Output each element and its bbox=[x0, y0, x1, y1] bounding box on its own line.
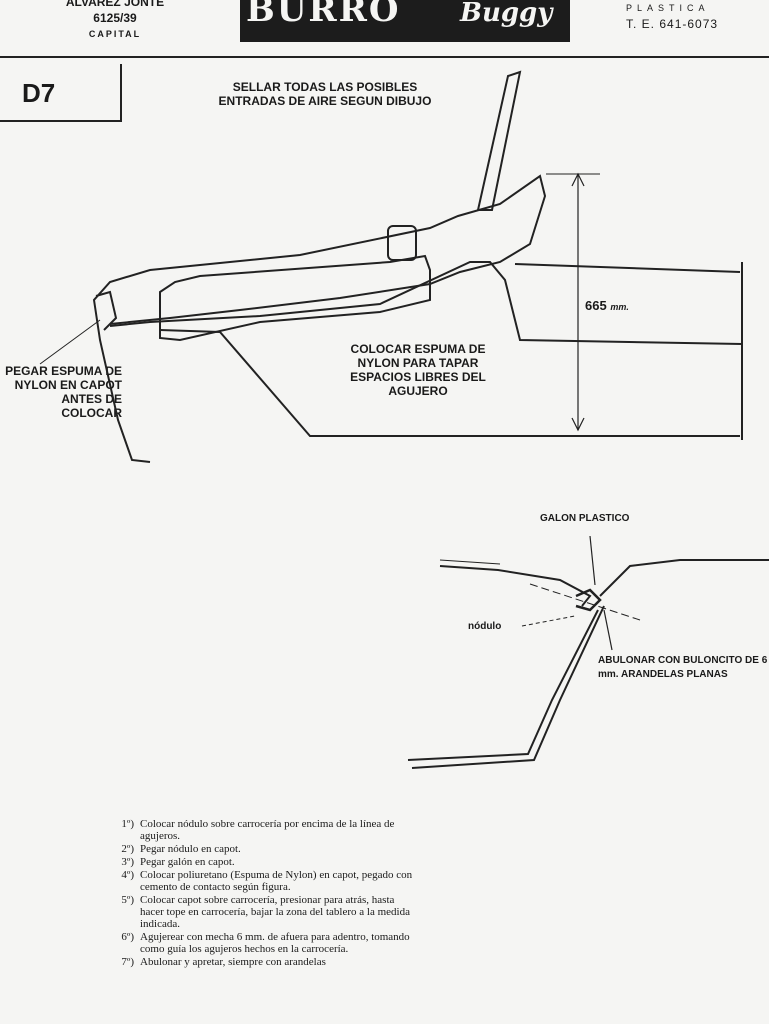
address-street: ALVAREZ JONTE bbox=[65, 0, 165, 9]
detail-centerline bbox=[529, 583, 641, 621]
step-text: Colocar nódulo sobre carrocería por enci… bbox=[140, 818, 395, 842]
dimension-label: 665 mm. bbox=[585, 298, 629, 313]
dimension-arrow-top bbox=[571, 172, 585, 187]
step-number: 5º) bbox=[121, 894, 134, 906]
step-number: 3º) bbox=[121, 856, 134, 868]
step-number: 7º) bbox=[121, 956, 134, 968]
colocar-espuma-label: COLOCAR ESPUMA DE NYLON PARA TAPAR ESPAC… bbox=[350, 342, 486, 398]
nodulo-leader-line bbox=[521, 615, 576, 627]
logo-word-burro: BURRO bbox=[246, 0, 401, 30]
step-text: Colocar capot sobre carrocería, presiona… bbox=[140, 894, 410, 930]
address-number: 6125/39 bbox=[93, 11, 137, 25]
step-text: Colocar poliuretano (Espuma de Nylon) en… bbox=[140, 869, 413, 893]
brand-logo: BURRO Buggy bbox=[240, 0, 570, 42]
step-number: 4º) bbox=[121, 869, 134, 881]
step-7: 7º) Abulonar y apretar, siempre con arand… bbox=[100, 956, 420, 968]
galon-plastico-label: GALON PLASTICO bbox=[540, 513, 630, 524]
step-text: Abulonar y apretar, siempre con arandela… bbox=[140, 956, 326, 968]
step-text: Agujerear con mecha 6 mm. de afuera para… bbox=[140, 931, 410, 955]
detail-hood-edge bbox=[439, 565, 592, 607]
body-panel bbox=[109, 261, 743, 345]
hood-outline bbox=[92, 174, 547, 463]
step-number: 1º) bbox=[121, 818, 134, 830]
address-city: CAPITAL bbox=[88, 29, 142, 39]
section-code-box: D7 bbox=[0, 64, 122, 122]
step-3: 3º) Pegar galón en capot. bbox=[100, 856, 420, 868]
instruction-steps: 1º) Colocar nódulo sobre carrocería por e… bbox=[100, 818, 420, 969]
step-6: 6º) Agujerear con mecha 6 mm. de afuera p… bbox=[100, 931, 420, 955]
detail-hood-inner bbox=[439, 559, 501, 565]
logo-word-buggy: Buggy bbox=[460, 0, 553, 28]
dimension-arrow-bottom bbox=[571, 417, 585, 432]
detail-body-inner bbox=[407, 609, 599, 761]
hood-front-lip bbox=[95, 290, 118, 331]
step-number: 2º) bbox=[121, 843, 134, 855]
abulonar-leader-line bbox=[603, 609, 613, 651]
dimension-value: 665 bbox=[585, 298, 607, 313]
galon-leader-line bbox=[589, 535, 596, 586]
detail-galon bbox=[575, 588, 602, 612]
contact-plastica: PLASTICA bbox=[626, 3, 710, 13]
contact-phone: T. E. 641-6073 bbox=[626, 17, 719, 31]
step-5: 5º) Colocar capot sobre carrocería, presi… bbox=[100, 894, 420, 930]
detail-body-top bbox=[599, 559, 769, 597]
body-floor bbox=[159, 329, 740, 437]
step-number: 6º) bbox=[121, 931, 134, 943]
step-text: Pegar nódulo en capot. bbox=[140, 843, 241, 855]
dash-top-line bbox=[514, 263, 741, 273]
header-contact: PLASTICA T. E. 641-6073 bbox=[626, 0, 718, 32]
detail-body-side bbox=[411, 605, 605, 769]
windshield-post bbox=[476, 70, 522, 211]
pegar-espuma-label: PEGAR ESPUMA DE NYLON EN CAPOT ANTES DE … bbox=[5, 364, 122, 420]
pegar-leader-line bbox=[39, 319, 101, 365]
step-1: 1º) Colocar nódulo sobre carrocería por e… bbox=[100, 818, 420, 842]
abulonar-label: ABULONAR CON BULONCITO DE 6 mm. ARANDELA… bbox=[598, 655, 768, 680]
step-2: 2º) Pegar nódulo en capot. bbox=[100, 843, 420, 855]
dimension-unit: mm. bbox=[610, 302, 629, 312]
header-rule bbox=[0, 56, 769, 58]
step-4: 4º) Colocar poliuretano (Espuma de Nylon)… bbox=[100, 869, 420, 893]
nodulo-label: nódulo bbox=[468, 621, 502, 632]
section-code: D7 bbox=[22, 78, 56, 108]
fuel-tank bbox=[159, 254, 431, 342]
step-text: Pegar galón en capot. bbox=[140, 856, 235, 868]
seal-instruction-label: SELLAR TODAS LAS POSIBLES ENTRADAS DE AI… bbox=[218, 80, 432, 108]
header-address: ALVAREZ JONTE 6125/39 CAPITAL bbox=[40, 0, 190, 42]
fuel-filler-cap bbox=[387, 225, 417, 261]
